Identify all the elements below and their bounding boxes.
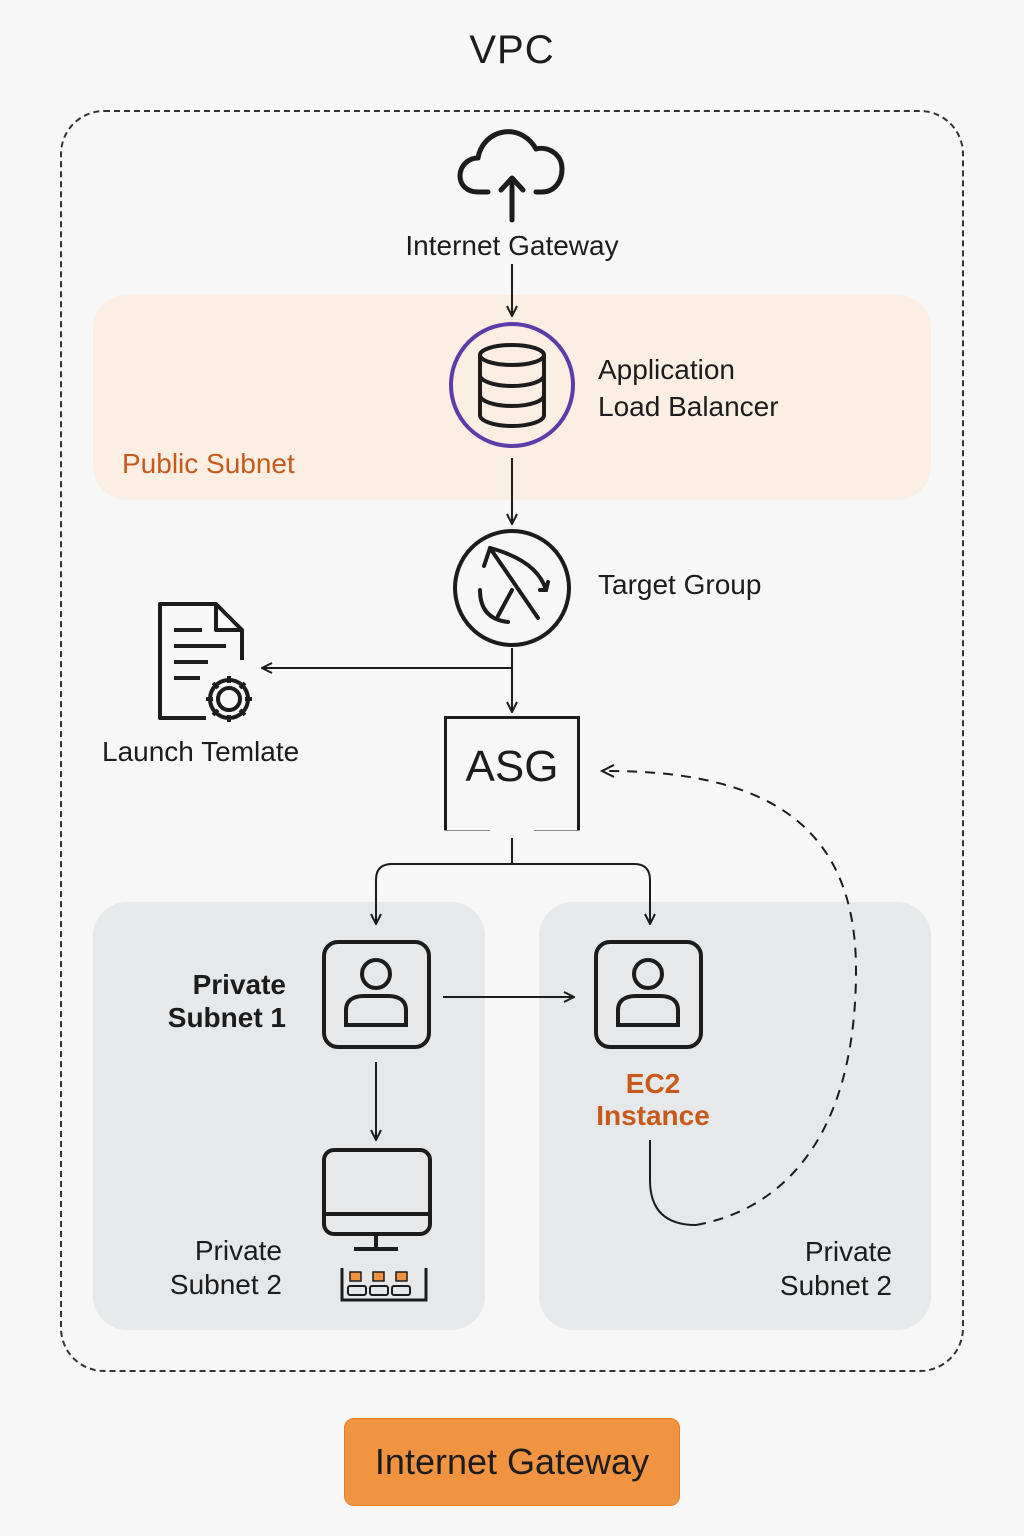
alb-label-line1: Application <box>598 354 735 385</box>
user-instance-icon-left <box>322 940 431 1049</box>
private-subnet-area-left <box>93 902 485 1330</box>
asg-box <box>444 716 580 830</box>
cloud-upload-icon <box>457 129 565 223</box>
user-instance-icon-right <box>594 940 703 1049</box>
database-icon <box>449 322 575 448</box>
asg-label: ASG <box>465 742 559 791</box>
server-rack-icon <box>340 1268 428 1302</box>
private-subnet-2-left-label-line2: Subnet 2 <box>169 1269 282 1300</box>
document-gear-icon <box>158 602 252 722</box>
vpc-boundary <box>60 110 964 1372</box>
private-subnet-2-right-label-line1: Private <box>804 1236 892 1267</box>
internet-gateway-button[interactable]: Internet Gateway <box>344 1418 680 1506</box>
connector-asg-branches <box>376 838 650 924</box>
launch-template-label: Launch Temlate <box>102 736 300 767</box>
public-subnet-label: Public Subnet <box>122 448 295 479</box>
ec2-label-line2: Instance <box>596 1100 710 1131</box>
target-group-label: Target Group <box>598 569 762 600</box>
alb-label-line2: Load Balancer <box>598 391 779 422</box>
target-group-icon <box>453 529 571 647</box>
monitor-icon <box>322 1148 432 1251</box>
connector-ec2-feedback-solid <box>649 1140 697 1226</box>
internet-gateway-label: Internet Gateway <box>405 230 619 261</box>
ec2-label-line1: EC2 <box>625 1068 681 1099</box>
private-subnet-2-left-label-line1: Private <box>194 1235 282 1266</box>
connector-ec2-asg-feedback <box>602 771 858 1226</box>
private-subnet-1-label-line1: Private <box>192 969 286 1000</box>
private-subnet-area-right <box>539 902 931 1330</box>
diagram-title: VPC <box>469 28 555 72</box>
private-subnet-1-label-line2: Subnet 1 <box>167 1002 286 1033</box>
private-subnet-2-right-label-line2: Subnet 2 <box>779 1270 892 1301</box>
